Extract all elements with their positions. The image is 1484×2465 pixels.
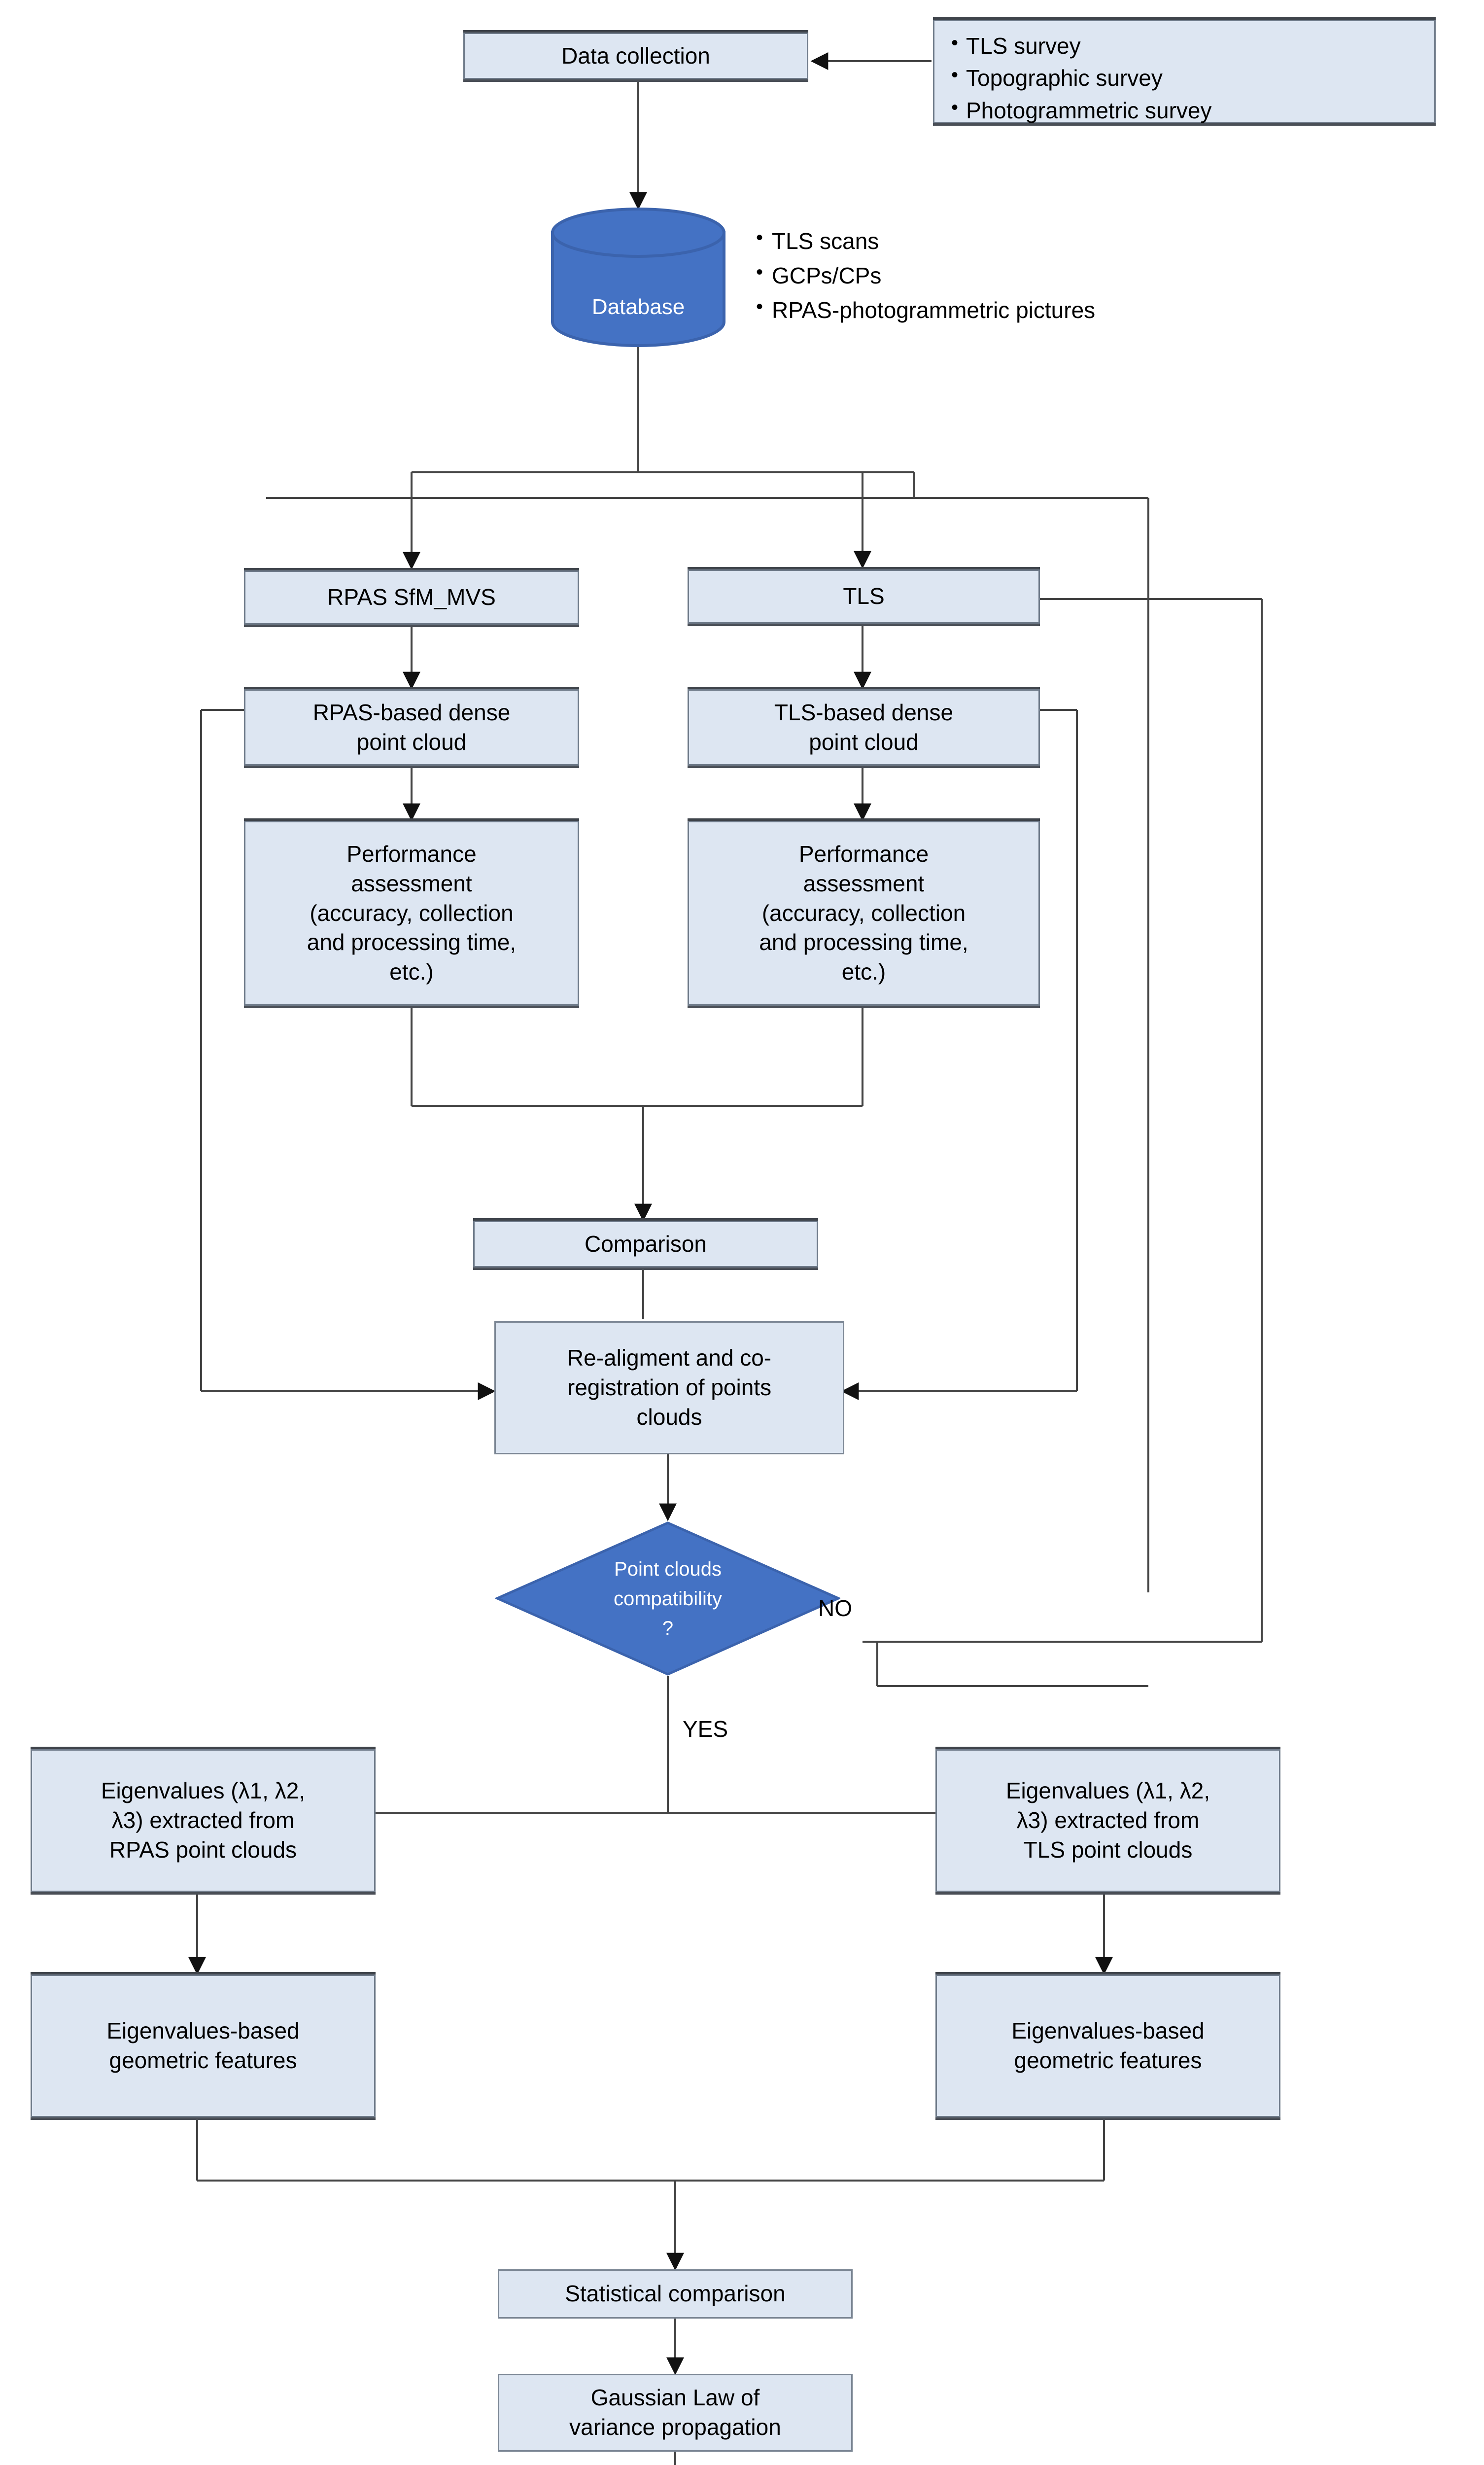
edge-label-no: NO bbox=[818, 1595, 852, 1621]
node-performance-assessment-rpas[interactable]: Performance assessment (accuracy, collec… bbox=[244, 821, 579, 1006]
node-survey-list[interactable]: TLS survey Topographic survey Photogramm… bbox=[933, 20, 1436, 123]
node-geometric-features-tls-label: Eigenvalues-based geometric features bbox=[1011, 2018, 1205, 2073]
list-item: TLS scans bbox=[756, 223, 1095, 259]
node-performance-assessment-rpas-label: Performance assessment (accuracy, collec… bbox=[307, 841, 517, 985]
node-comparison-label: Comparison bbox=[585, 1231, 707, 1257]
node-geometric-features-rpas-label: Eigenvalues-based geometric features bbox=[106, 2018, 300, 2073]
node-eigenvalues-rpas-label: Eigenvalues (λ1, λ2, λ3) extracted from … bbox=[101, 1778, 306, 1863]
list-item: GCPs/CPs bbox=[756, 257, 1095, 293]
node-performance-assessment-tls[interactable]: Performance assessment (accuracy, collec… bbox=[688, 821, 1040, 1006]
node-database-label: Database bbox=[591, 295, 685, 319]
node-statistical-comparison-label: Statistical comparison bbox=[565, 2281, 786, 2307]
database-contents-list: TLS scans GCPs/CPs RPAS-photogrammetric … bbox=[754, 223, 1095, 328]
survey-list-items: TLS survey Topographic survey Photogramm… bbox=[949, 29, 1423, 127]
node-gaussian-law[interactable]: Gaussian Law of variance propagation bbox=[498, 2374, 853, 2452]
node-performance-assessment-tls-label: Performance assessment (accuracy, collec… bbox=[759, 841, 968, 985]
edge-label-yes: YES bbox=[683, 1716, 728, 1742]
node-tls-label: TLS bbox=[843, 583, 885, 609]
node-data-collection-label: Data collection bbox=[561, 42, 710, 69]
node-realignment-coregistration[interactable]: Re-aligment and co- registration of poin… bbox=[494, 1321, 844, 1454]
node-database[interactable]: Database bbox=[550, 207, 727, 348]
node-statistical-comparison[interactable]: Statistical comparison bbox=[498, 2269, 853, 2319]
list-item: Topographic survey bbox=[951, 61, 1423, 94]
node-rpas-dense-point-cloud-label: RPAS-based dense point cloud bbox=[312, 699, 511, 755]
node-decision-label: Point clouds compatibility ? bbox=[613, 1558, 723, 1639]
node-decision-point-clouds-compatibility[interactable]: Point clouds compatibility ? bbox=[494, 1521, 842, 1676]
node-eigenvalues-tls-label: Eigenvalues (λ1, λ2, λ3) extracted from … bbox=[1005, 1778, 1210, 1863]
node-geometric-features-tls[interactable]: Eigenvalues-based geometric features bbox=[935, 1974, 1280, 2117]
node-tls-dense-point-cloud[interactable]: TLS-based dense point cloud bbox=[688, 689, 1040, 766]
node-rpas-sfm-mvs-label: RPAS SfM_MVS bbox=[327, 584, 496, 610]
node-comparison[interactable]: Comparison bbox=[473, 1221, 818, 1268]
node-tls-dense-point-cloud-label: TLS-based dense point cloud bbox=[774, 699, 954, 755]
node-rpas-dense-point-cloud[interactable]: RPAS-based dense point cloud bbox=[244, 689, 579, 766]
list-item: TLS survey bbox=[951, 29, 1423, 62]
list-item: RPAS-photogrammetric pictures bbox=[756, 292, 1095, 328]
node-geometric-features-rpas[interactable]: Eigenvalues-based geometric features bbox=[31, 1974, 376, 2117]
list-item: Photogrammetric survey bbox=[951, 94, 1423, 127]
node-gaussian-law-label: Gaussian Law of variance propagation bbox=[569, 2385, 781, 2440]
node-rpas-sfm-mvs[interactable]: RPAS SfM_MVS bbox=[244, 570, 579, 625]
decision-diamond-shape bbox=[494, 1521, 842, 1676]
node-tls[interactable]: TLS bbox=[688, 569, 1040, 624]
node-eigenvalues-tls[interactable]: Eigenvalues (λ1, λ2, λ3) extracted from … bbox=[935, 1749, 1280, 1892]
node-realignment-coregistration-label: Re-aligment and co- registration of poin… bbox=[567, 1345, 772, 1430]
node-eigenvalues-rpas[interactable]: Eigenvalues (λ1, λ2, λ3) extracted from … bbox=[31, 1749, 376, 1892]
node-data-collection[interactable]: Data collection bbox=[463, 33, 808, 79]
database-cylinder-icon bbox=[551, 208, 725, 347]
